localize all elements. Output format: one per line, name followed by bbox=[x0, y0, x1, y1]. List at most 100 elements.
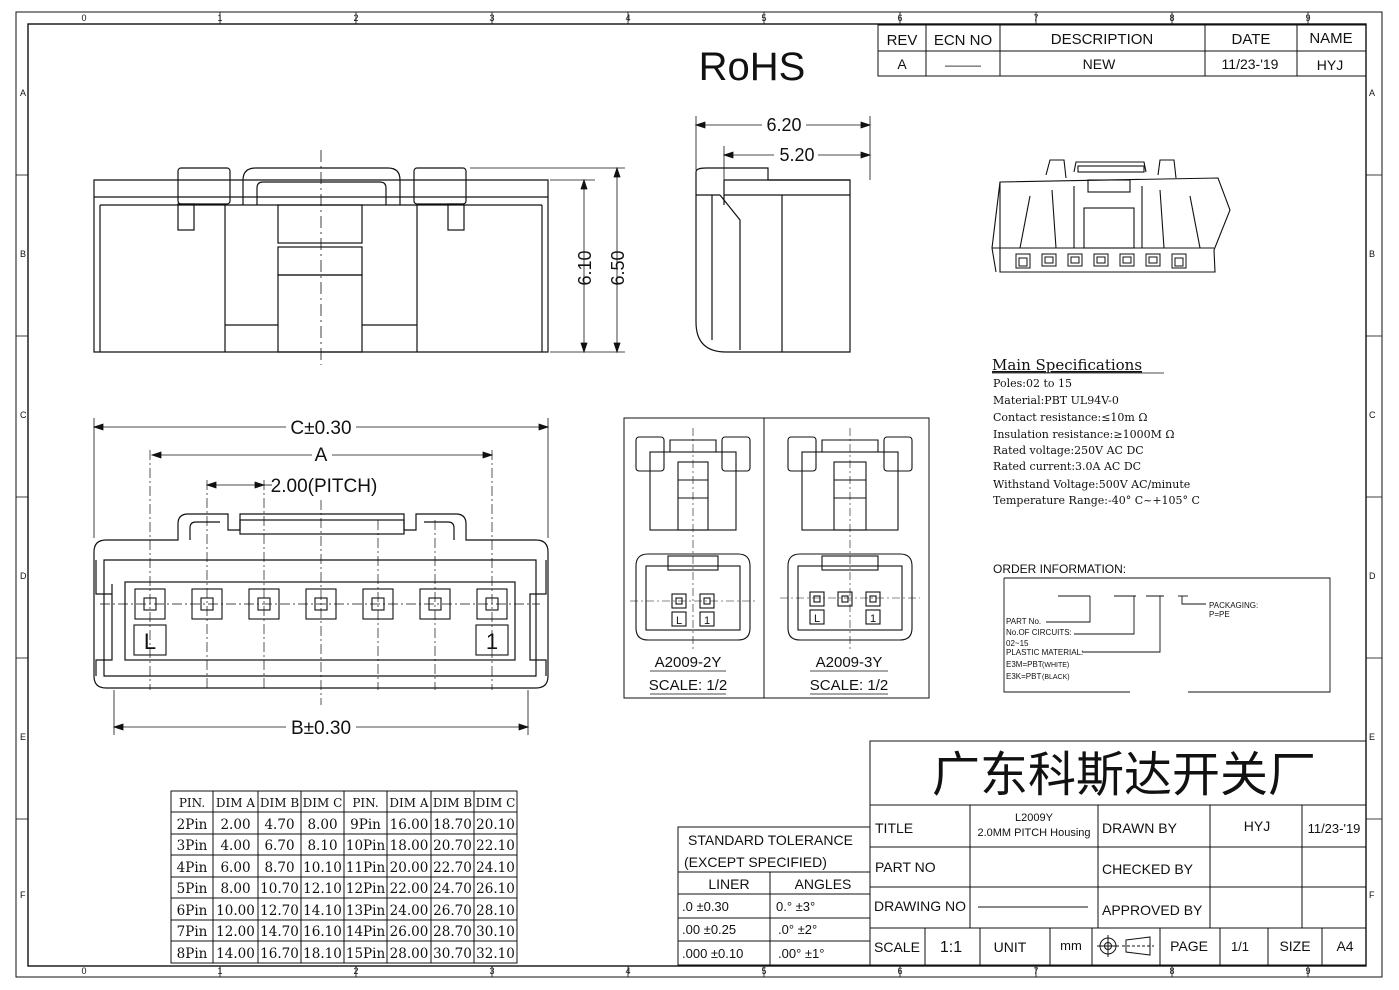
pin-table-cell: 16.00 bbox=[390, 817, 429, 833]
frame-bottom-8: 8 bbox=[1169, 966, 1174, 976]
frame-bottom-9: 9 bbox=[1305, 966, 1310, 976]
tolerance-grid bbox=[677, 826, 871, 966]
pin-table-cell: 8.10 bbox=[307, 838, 337, 854]
rev-value-name: HYJ bbox=[1317, 57, 1343, 73]
order-part-no: PART No. bbox=[1006, 617, 1041, 626]
tb-unit-value: mm bbox=[1060, 938, 1082, 953]
pin-table-cell: 4.00 bbox=[220, 838, 250, 854]
company-name: 广东科斯达开关厂 bbox=[932, 747, 1316, 803]
rev-header-ecn: ECN NO bbox=[934, 32, 992, 49]
tolerance-col-angles: ANGLES bbox=[795, 876, 852, 892]
tb-approved-by-label: APPROVED BY bbox=[1102, 902, 1203, 918]
tolerance-liner-1: .0 ±0.30 bbox=[682, 899, 729, 914]
pin-table-cell: 12.00 bbox=[216, 924, 255, 940]
order-box bbox=[1003, 577, 1331, 693]
pin-table-cell: 24.10 bbox=[476, 860, 515, 876]
frame-top-2: 2 bbox=[353, 13, 358, 23]
pin-table-cell: 16.70 bbox=[260, 946, 299, 962]
rev-value-ecn: ——— bbox=[945, 58, 981, 72]
pin-table-cell: 26.10 bbox=[476, 881, 515, 897]
tb-title-value-2: 2.0MM PITCH Housing bbox=[977, 827, 1090, 839]
pin-table-cell: 6.70 bbox=[264, 838, 294, 854]
tolerance-angle-1: 0.° ±3° bbox=[776, 899, 815, 914]
order-plastic: PLASTIC MATERIAL: bbox=[1006, 648, 1083, 657]
pin-table-cell: 10.70 bbox=[260, 881, 299, 897]
rev-header-name: NAME bbox=[1309, 30, 1352, 47]
pin-table-cell: 8.00 bbox=[307, 817, 337, 833]
tolerance-angle-2: .0° ±2° bbox=[778, 922, 817, 937]
order-e3m-note: (WHITE) bbox=[1042, 662, 1069, 669]
title-block-grid bbox=[869, 740, 1367, 966]
rev-header-rev: REV bbox=[887, 32, 918, 49]
pin-table-cell: 30.70 bbox=[433, 946, 472, 962]
spec-rated-current: Rated current:3.0A AC DC bbox=[993, 460, 1141, 473]
pin-table-cell: 6.00 bbox=[220, 860, 250, 876]
frame-left-A: A bbox=[20, 88, 26, 98]
sheet-frame bbox=[15, 11, 1383, 978]
dim-height-6-10: 6.10 bbox=[575, 250, 595, 285]
tb-checked-by-label: CHECKED BY bbox=[1102, 861, 1194, 877]
pin-table-cell: 14Pin bbox=[346, 924, 386, 940]
pin-table-header-dim-a-2: DIM A bbox=[389, 796, 428, 810]
rev-header-description: DESCRIPTION bbox=[1051, 31, 1154, 48]
frame-right-F: F bbox=[1369, 890, 1375, 900]
pin-table-cell: 20.10 bbox=[476, 817, 515, 833]
mating-pin-label-left: L bbox=[144, 629, 156, 654]
variant-2y-centerlines bbox=[630, 428, 758, 650]
tb-drawn-date: 11/23-'19 bbox=[1308, 821, 1361, 836]
tolerance-angle-3: .00° ±1° bbox=[778, 946, 824, 961]
pin-table-cell: 10Pin bbox=[346, 838, 386, 854]
tb-part-no-label: PART NO bbox=[875, 859, 936, 875]
pin-table-cell: 22.00 bbox=[390, 881, 429, 897]
frame-bottom-4: 4 bbox=[625, 966, 630, 976]
pin-table-cell: 28.00 bbox=[390, 946, 429, 962]
pin-table-cell: 18.70 bbox=[433, 817, 472, 833]
order-circuits-value: 02~15 bbox=[1006, 639, 1029, 648]
variant-2y-pin-left: L bbox=[676, 615, 682, 627]
pin-table-cell: 2.00 bbox=[220, 817, 250, 833]
tb-title-label: TITLE bbox=[875, 820, 913, 836]
variant-2y-scale: SCALE: 1/2 bbox=[649, 677, 727, 694]
pin-table-cell: 18.10 bbox=[303, 946, 342, 962]
rev-header-date: DATE bbox=[1232, 31, 1271, 48]
spec-temperature-range: Temperature Range:-40° C~+105° C bbox=[993, 494, 1200, 507]
spec-poles: Poles:02 to 15 bbox=[993, 377, 1072, 390]
pin-table-grid bbox=[170, 790, 518, 964]
tb-size-value: A4 bbox=[1336, 938, 1353, 954]
pin-table-cell: 4Pin bbox=[177, 860, 208, 876]
pin-table-cell: 8.70 bbox=[264, 860, 294, 876]
order-title: ORDER INFORMATION: bbox=[993, 562, 1126, 576]
spec-contact-resistance: Contact resistance:≤10m Ω bbox=[993, 411, 1147, 424]
pin-table-header-pin: PIN. bbox=[179, 796, 205, 810]
frame-top-3: 3 bbox=[489, 13, 494, 23]
frame-top-6: 6 bbox=[897, 13, 902, 23]
order-packaging: PACKAGING: bbox=[1209, 601, 1258, 610]
pin-table-cell: 28.10 bbox=[476, 903, 515, 919]
pin-table-cell: 10.10 bbox=[303, 860, 342, 876]
order-e3k: E3K=PBT bbox=[1006, 672, 1041, 681]
projection-symbol-icon bbox=[1097, 935, 1154, 957]
order-e3m: E3M=PBT bbox=[1006, 660, 1043, 669]
pin-table-cell: 4.70 bbox=[264, 817, 294, 833]
frame-left-E: E bbox=[20, 732, 26, 742]
spec-rated-voltage: Rated voltage:250V AC DC bbox=[993, 444, 1144, 457]
tolerance-liner-2: .00 ±0.25 bbox=[682, 922, 736, 937]
variant-3y-scale: SCALE: 1/2 bbox=[810, 677, 888, 694]
pin-table-cell: 3Pin bbox=[177, 838, 208, 854]
dim-width-5-20: 5.20 bbox=[779, 145, 814, 165]
pin-table-cell: 7Pin bbox=[177, 924, 208, 940]
pin-table-cell: 30.10 bbox=[476, 924, 515, 940]
pin-table-cell: 8Pin bbox=[177, 946, 208, 962]
pin-table-cell: 6Pin bbox=[177, 903, 208, 919]
frame-left-B: B bbox=[20, 249, 26, 259]
frame-left-D: D bbox=[20, 571, 27, 581]
pin-table-cell: 16.10 bbox=[303, 924, 342, 940]
frame-bottom-6: 6 bbox=[897, 966, 902, 976]
variant-3y-pin-right: 1 bbox=[870, 613, 876, 625]
variant-2y-name: A2009-2Y bbox=[655, 654, 722, 671]
pin-table-cell: 14.70 bbox=[260, 924, 299, 940]
isometric-view bbox=[991, 159, 1231, 273]
order-e3k-note: (BLACK) bbox=[1042, 674, 1070, 681]
pin-table-cell: 18.00 bbox=[390, 838, 429, 854]
tb-page-value: 1/1 bbox=[1231, 939, 1249, 954]
